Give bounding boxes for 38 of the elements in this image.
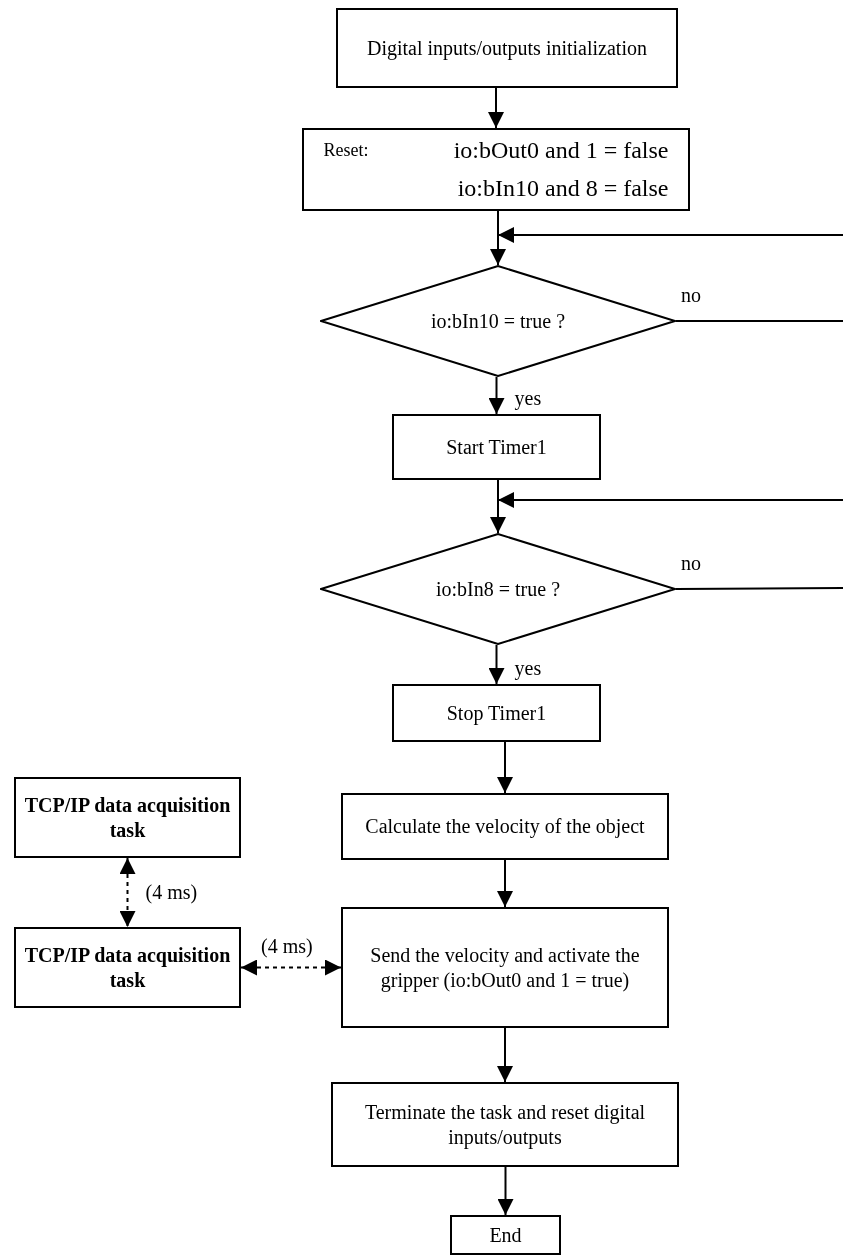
step-text: Calculate the velocity of the object <box>365 814 645 839</box>
arrow <box>497 1027 513 1083</box>
step-text: Send the velocity and activate the gripper (io:bOut0 and 1 = true) <box>369 942 641 993</box>
process-box <box>302 128 690 211</box>
process-box <box>341 907 669 1028</box>
step-text: Reset: <box>323 139 369 162</box>
step-text: Digital inputs/outputs initialization <box>367 35 647 61</box>
arrow <box>490 479 506 534</box>
process-box <box>450 1215 561 1255</box>
process-box <box>331 1082 679 1167</box>
arrow <box>119 857 136 928</box>
arrow <box>497 227 843 243</box>
arrow <box>490 210 506 266</box>
condition-text: io:bIn8 = true ? <box>436 577 560 601</box>
arrow <box>497 492 843 508</box>
arrow <box>240 959 342 976</box>
condition-text: io:bIn10 = true ? <box>431 309 565 333</box>
arrow <box>497 1166 514 1216</box>
step-text: Terminate the task and reset digital inputs/outputs <box>363 1099 647 1150</box>
process-box <box>392 684 601 742</box>
process-box <box>336 8 678 88</box>
process-box <box>14 777 241 858</box>
arrow <box>497 859 513 908</box>
arrow <box>488 87 504 129</box>
step-text: TCP/IP data acquisition task <box>24 942 231 993</box>
arrow <box>497 741 513 794</box>
step-text: Start Timer1 <box>446 434 547 460</box>
step-text: io:bOut0 and 1 = false io:bIn10 and 8 = false <box>452 136 669 203</box>
process-box <box>341 793 669 860</box>
step-text: TCP/IP data acquisition task <box>24 792 231 843</box>
step-text: Stop Timer1 <box>446 700 547 726</box>
arrow <box>488 376 505 415</box>
process-box <box>14 927 241 1008</box>
step-text: End <box>489 1222 522 1248</box>
decision-diamond <box>320 265 676 377</box>
process-box <box>392 414 601 480</box>
decision-diamond <box>320 533 676 645</box>
arrow <box>488 644 505 685</box>
